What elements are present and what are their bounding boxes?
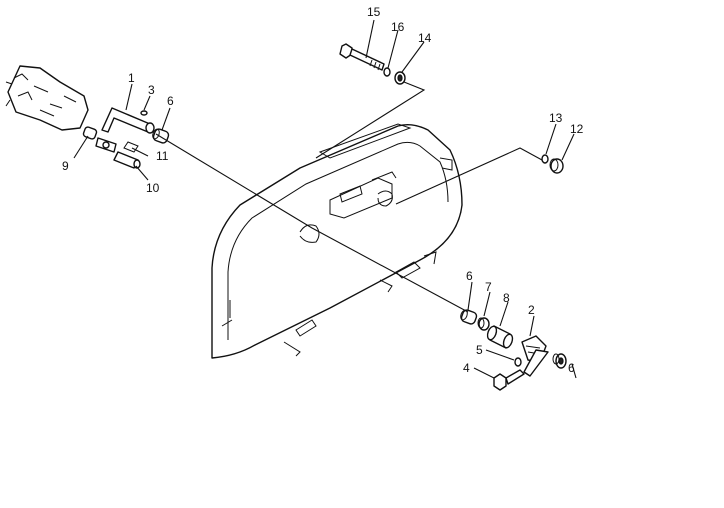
leader-lines — [73, 19, 577, 379]
part-5-washer — [514, 357, 522, 367]
part-6-bushing-upper — [152, 128, 170, 144]
callout-labels: 1 3 6 9 11 10 15 16 14 13 12 6 7 8 2 5 4… — [62, 5, 584, 375]
part-14-washer — [394, 71, 406, 85]
callout-4: 4 — [463, 361, 470, 375]
callout-6: 6 — [167, 94, 174, 108]
part-9-collar — [82, 126, 98, 140]
callout-8: 8 — [503, 291, 510, 305]
callout-12: 12 — [570, 122, 584, 136]
part-6-nut-right — [552, 353, 567, 369]
callout-5: 5 — [476, 343, 483, 357]
part-8-sleeve — [486, 325, 514, 349]
part-12-nut — [549, 158, 564, 174]
part-3-pin — [140, 110, 148, 116]
callout-11: 11 — [156, 149, 169, 163]
callout-10: 10 — [146, 181, 160, 195]
part-4-bolt — [493, 369, 525, 391]
part-11-clip — [123, 141, 139, 153]
callout-6: 6 — [568, 361, 575, 375]
part-2-fork — [521, 335, 549, 377]
callout-13: 13 — [549, 111, 563, 125]
callout-9: 9 — [62, 159, 69, 173]
part-1-lever — [101, 107, 155, 134]
part-15-bolt — [339, 43, 385, 71]
callout-7: 7 — [485, 280, 492, 294]
part-16-lockwasher — [383, 67, 391, 77]
callout-15: 15 — [367, 5, 381, 19]
callout-3: 3 — [148, 83, 155, 97]
mounting-bracket — [5, 65, 89, 131]
callout-14: 14 — [418, 31, 432, 45]
part-6-bushing-lower — [460, 309, 478, 325]
part-10-pin — [113, 151, 141, 169]
callout-2: 2 — [528, 303, 535, 317]
part-7-ring — [477, 317, 490, 331]
part-13-washer — [541, 154, 549, 164]
callout-1: 1 — [128, 71, 135, 85]
part-link — [95, 137, 117, 153]
callout-6: 6 — [466, 269, 473, 283]
callout-16: 16 — [391, 20, 405, 34]
